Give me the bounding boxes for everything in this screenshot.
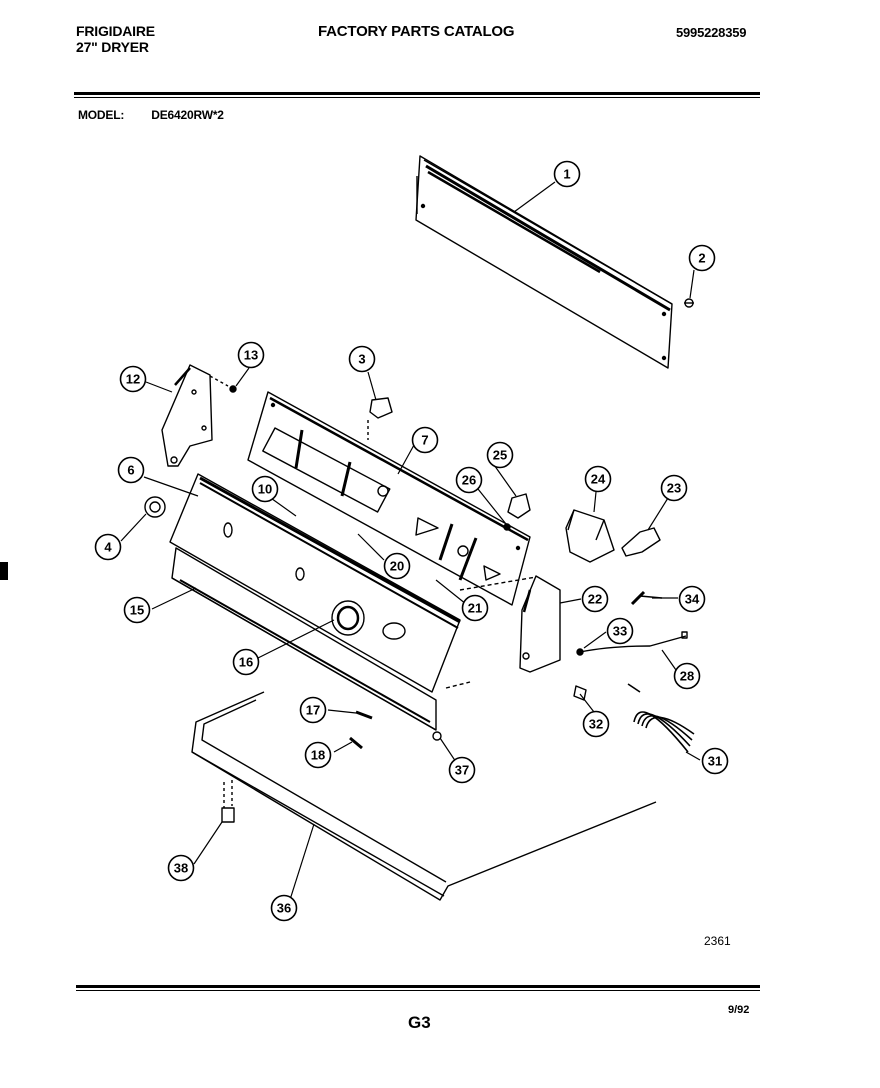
svg-text:15: 15: [130, 603, 144, 618]
callout-36: 36: [270, 894, 298, 922]
svg-text:36: 36: [277, 901, 291, 916]
callout-18: 18: [304, 741, 332, 769]
control-module-part: [565, 509, 615, 563]
left-end-bracket-part: [161, 364, 229, 467]
svg-text:12: 12: [126, 372, 140, 387]
svg-text:10: 10: [258, 482, 272, 497]
svg-text:7: 7: [421, 433, 428, 448]
screw-37-part: [432, 731, 442, 741]
callout-7: 7: [411, 426, 439, 454]
svg-text:1: 1: [563, 167, 570, 182]
svg-text:34: 34: [685, 592, 700, 607]
right-end-bracket-part: [445, 575, 561, 689]
brand-block: FRIGIDAIRE 27" DRYER: [76, 23, 155, 55]
callout-16: 16: [232, 648, 260, 676]
console-front-part: [169, 473, 461, 693]
callout-13: 13: [237, 341, 265, 369]
footer-rule-top: [76, 985, 760, 988]
model-line: MODEL: DE6420RW*2: [78, 107, 224, 123]
svg-text:21: 21: [468, 601, 482, 616]
callout-24: 24: [584, 465, 612, 493]
scan-edge-mark: [0, 562, 8, 580]
part-number: 5995228359: [676, 25, 747, 40]
screw-18-part: [349, 736, 363, 750]
callout-22: 22: [581, 585, 609, 613]
callout-31: 31: [701, 747, 729, 775]
top-panel-part: [191, 691, 657, 901]
callout-1: 1: [553, 160, 581, 188]
svg-text:4: 4: [104, 540, 112, 555]
callout-33: 33: [606, 617, 634, 645]
callout-6: 6: [117, 456, 145, 484]
svg-text:20: 20: [390, 559, 404, 574]
model-label: MODEL:: [78, 108, 125, 122]
screw-17-part: [355, 710, 373, 720]
callout-4: 4: [94, 533, 122, 561]
svg-text:23: 23: [667, 481, 681, 496]
svg-text:38: 38: [174, 861, 188, 876]
rear-panel-part: [415, 155, 673, 369]
page-code: G3: [408, 1013, 431, 1032]
screw-part: [684, 298, 694, 308]
foot-part: [221, 780, 235, 823]
svg-text:37: 37: [455, 763, 469, 778]
callout-20: 20: [383, 552, 411, 580]
callout-37: 37: [448, 756, 476, 784]
callout-12: 12: [119, 365, 147, 393]
svg-text:24: 24: [591, 472, 606, 487]
svg-text:33: 33: [613, 624, 627, 639]
svg-text:31: 31: [708, 754, 722, 769]
callout-2: 2: [688, 244, 716, 272]
control-panel-part: [247, 391, 531, 606]
knob-4-part: [144, 496, 166, 518]
callout-17: 17: [299, 696, 327, 724]
callout-34: 34: [678, 585, 706, 613]
brand-name: FRIGIDAIRE: [76, 23, 155, 39]
svg-text:32: 32: [589, 717, 603, 732]
callout-3: 3: [348, 345, 376, 373]
svg-text:16: 16: [239, 655, 253, 670]
trim-strip-part: [171, 547, 437, 731]
drawing-code: 2361: [704, 934, 731, 948]
lamp-socket-part: [503, 493, 531, 531]
svg-text:28: 28: [680, 669, 694, 684]
wire-harness-part: [576, 631, 688, 656]
callout-32: 32: [582, 710, 610, 738]
svg-text:3: 3: [358, 352, 365, 367]
model-value: DE6420RW*2: [151, 108, 224, 122]
svg-text:18: 18: [311, 748, 325, 763]
terminal-part: [621, 527, 661, 557]
revision-date: 9/92: [728, 1004, 750, 1016]
callout-23: 23: [660, 474, 688, 502]
callout-10: 10: [251, 475, 279, 503]
switch-part: [367, 397, 393, 440]
svg-text:2: 2: [698, 251, 705, 266]
header-rule-bottom: [74, 97, 760, 98]
svg-text:17: 17: [306, 703, 320, 718]
catalog-title: FACTORY PARTS CATALOG: [318, 23, 515, 40]
screw-13-part: [229, 385, 237, 393]
callout-28: 28: [673, 662, 701, 690]
callout-38: 38: [167, 854, 195, 882]
callout-15: 15: [123, 596, 151, 624]
svg-text:26: 26: [462, 473, 476, 488]
footer-rule-bottom: [76, 990, 760, 991]
callout-21: 21: [461, 594, 489, 622]
header-rule-top: [74, 92, 760, 95]
svg-text:22: 22: [588, 592, 602, 607]
callout-26: 26: [455, 466, 483, 494]
wire-bundle-part: [627, 683, 695, 753]
svg-text:13: 13: [244, 348, 258, 363]
svg-text:25: 25: [493, 448, 507, 463]
callout-25: 25: [486, 441, 514, 469]
timer-knob-part: [331, 600, 365, 636]
svg-text:6: 6: [127, 463, 134, 478]
product-name: 27" DRYER: [76, 39, 149, 55]
